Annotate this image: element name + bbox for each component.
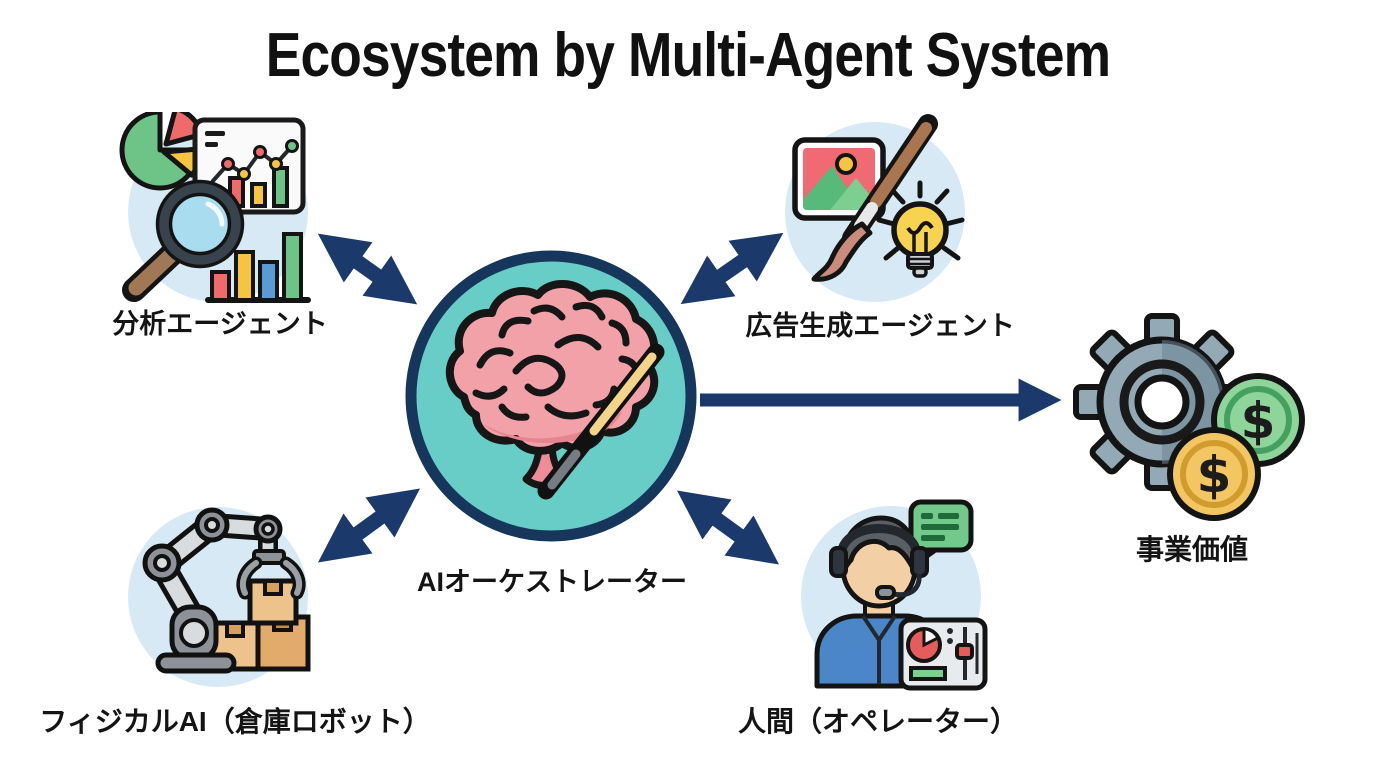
label-business-value: 事業価値 [1135, 534, 1248, 565]
pie-chart-icon [119, 112, 205, 191]
node-analysis-agent [112, 112, 312, 306]
label-ai-orchestrator: AIオーケストレーター [417, 567, 687, 597]
dollar-coins-icon: $ $ [1167, 373, 1305, 521]
page-title: Ecosystem by Multi-Agent System [265, 21, 1111, 90]
control-panel-icon [898, 617, 988, 691]
label-physical-ai: フィジカルAI（倉庫ロボット） [39, 706, 431, 737]
node-ad-generation-agent [780, 112, 975, 306]
lightbulb-icon [876, 180, 965, 278]
label-analysis-agent: 分析エージェント [112, 309, 328, 339]
baton-icon [537, 343, 665, 500]
photo-icon [792, 137, 886, 221]
analytics-magnifier-icon [119, 112, 311, 303]
arrow-center-physical [317, 488, 421, 563]
paintbrush-lightbulb-icon [785, 114, 965, 302]
magnifier-icon [122, 179, 245, 302]
brain-baton-icon [405, 250, 697, 542]
svg-text:$: $ [1197, 446, 1232, 504]
node-business-value: $ $ [1062, 292, 1312, 532]
node-human-operator [793, 492, 993, 692]
robot-arm-icon [142, 507, 306, 674]
arrow-center-adgen [680, 232, 784, 305]
operator-headset-icon [801, 499, 988, 691]
gear-coins-icon: $ $ [1073, 313, 1305, 521]
label-human-operator: 人間（オペレーター） [737, 706, 1018, 737]
arrow-center-human [676, 490, 780, 565]
node-ai-orchestrator [398, 247, 704, 547]
robot-arm-boxes-icon [128, 507, 311, 687]
bar-chart-icon [205, 232, 311, 303]
label-ad-generation-agent: 広告生成エージェント [745, 311, 1015, 341]
arrow-center-analysis [317, 233, 418, 305]
node-physical-ai [118, 495, 318, 695]
paintbrush-icon [811, 114, 938, 282]
